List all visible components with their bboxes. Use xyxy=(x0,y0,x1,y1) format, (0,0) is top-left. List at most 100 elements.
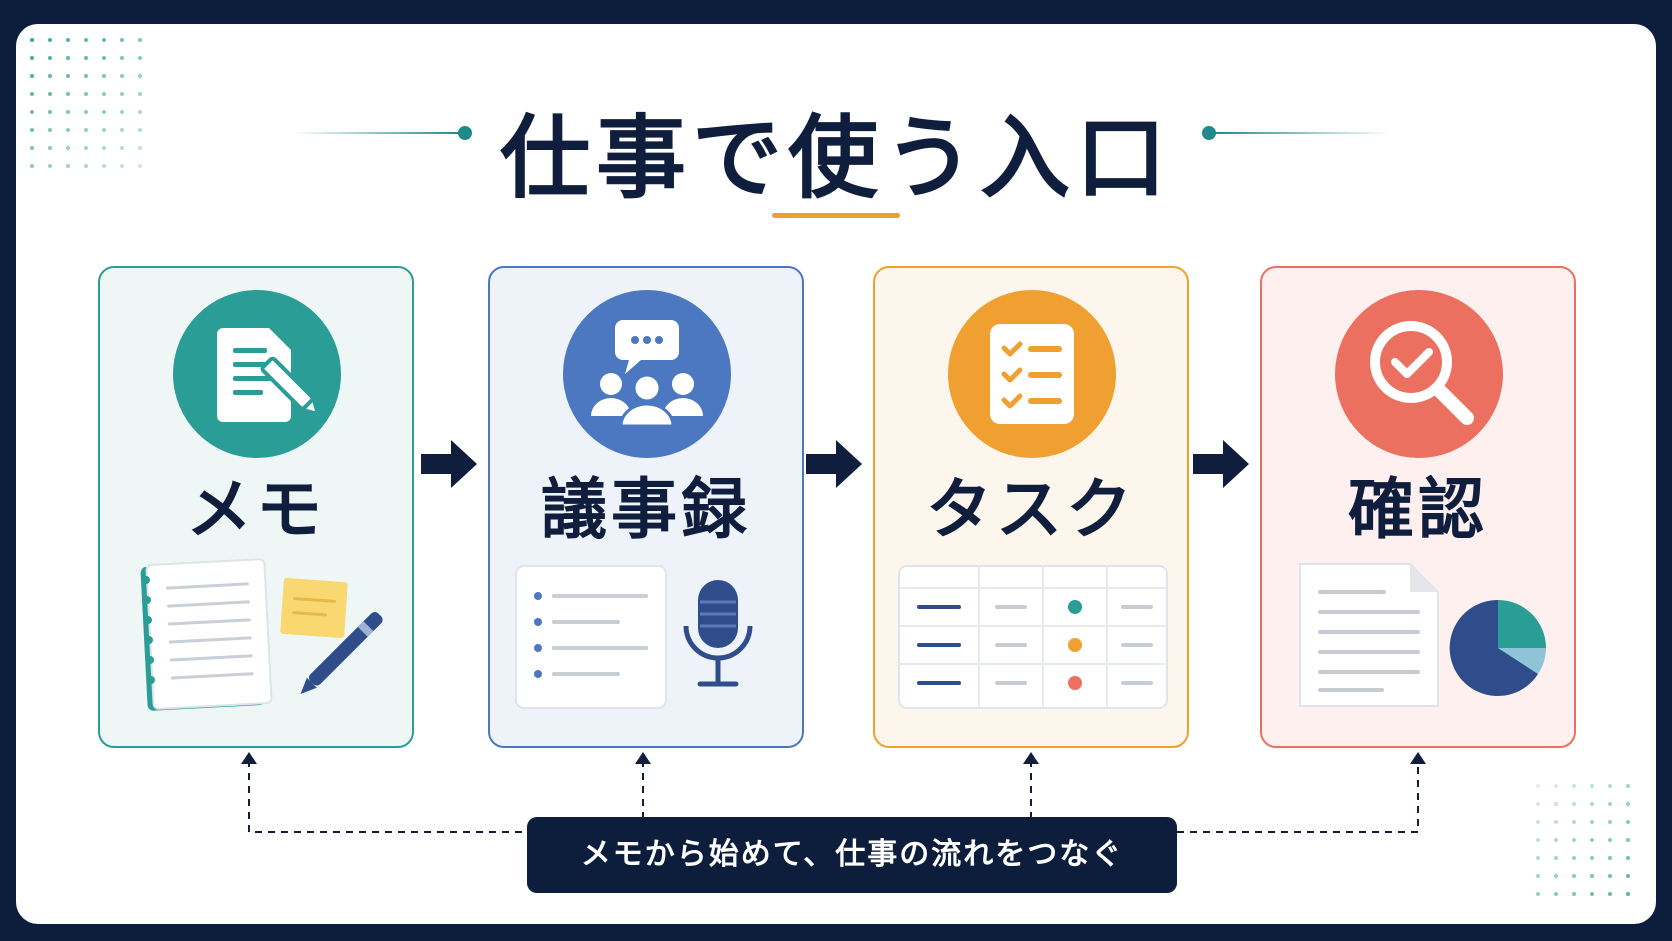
decorative-dot xyxy=(1536,838,1540,842)
decorative-dot xyxy=(1608,838,1612,842)
decorative-dot xyxy=(48,146,52,150)
decorative-dot xyxy=(1626,784,1630,788)
decorative-dot xyxy=(138,56,142,60)
decorative-dot xyxy=(1590,784,1594,788)
decorative-dot xyxy=(102,56,106,60)
decorative-dot xyxy=(102,110,106,114)
decorative-dot xyxy=(30,38,34,42)
decorative-dot xyxy=(1572,820,1576,824)
decorative-dot xyxy=(1608,892,1612,896)
decorative-dot xyxy=(1554,892,1558,896)
decorative-dot xyxy=(102,74,106,78)
decorative-dot xyxy=(120,38,124,42)
decorative-dot xyxy=(66,128,70,132)
magnifier-check-icon xyxy=(1335,290,1503,458)
decorative-dot xyxy=(1572,856,1576,860)
decorative-dot xyxy=(1572,874,1576,878)
decorative-dot xyxy=(84,110,88,114)
decorative-dot xyxy=(1536,874,1540,878)
decorative-dot xyxy=(1626,874,1630,878)
decorative-dot xyxy=(30,92,34,96)
decorative-dot xyxy=(1554,784,1558,788)
arrow-right-icon xyxy=(806,440,862,488)
decorative-dot xyxy=(30,164,34,168)
decorative-dot xyxy=(1572,838,1576,842)
decorative-dot xyxy=(120,92,124,96)
decorative-dot xyxy=(1608,802,1612,806)
decorative-dot xyxy=(120,146,124,150)
decorative-dot xyxy=(84,128,88,132)
decorative-dot xyxy=(84,74,88,78)
decorative-dots-bottom-right xyxy=(1536,784,1646,914)
decorative-dot xyxy=(138,110,142,114)
meeting-chat-icon xyxy=(563,290,731,458)
decorative-dot xyxy=(120,56,124,60)
step-card-review: 確認 xyxy=(1260,266,1576,748)
decorative-dot xyxy=(1590,856,1594,860)
decorative-dot xyxy=(30,56,34,60)
slide-panel: 仕事で使う入口 メモ xyxy=(16,24,1656,924)
task-table-illustration xyxy=(898,565,1168,709)
decorative-dot xyxy=(66,74,70,78)
decorative-dot xyxy=(48,74,52,78)
decorative-dot xyxy=(138,92,142,96)
decorative-dot xyxy=(30,146,34,150)
decorative-dot xyxy=(102,128,106,132)
decorative-dot xyxy=(102,164,106,168)
decorative-dot xyxy=(1608,856,1612,860)
decorative-dot xyxy=(48,110,52,114)
decorative-dot xyxy=(30,74,34,78)
decorative-dot xyxy=(48,38,52,42)
report-illustration xyxy=(1299,563,1546,707)
decorative-dot xyxy=(1590,874,1594,878)
decorative-dot xyxy=(138,38,142,42)
step-label: 議事録 xyxy=(541,471,751,548)
decorative-dot xyxy=(1626,820,1630,824)
decorative-dot xyxy=(102,92,106,96)
step-card-tasks: タスク xyxy=(873,266,1189,748)
footer-banner: メモから始めて、仕事の流れをつなぐ xyxy=(527,817,1177,893)
decorative-dot xyxy=(84,164,88,168)
decorative-dot xyxy=(1572,802,1576,806)
decorative-dot xyxy=(1590,820,1594,824)
decorative-dot xyxy=(66,38,70,42)
decorative-dot xyxy=(66,110,70,114)
decorative-dot xyxy=(1590,838,1594,842)
decorative-dot xyxy=(48,164,52,168)
decorative-dot xyxy=(66,56,70,60)
decorative-dot xyxy=(84,92,88,96)
decorative-dot xyxy=(138,128,142,132)
decorative-dot xyxy=(30,110,34,114)
arrow-right-icon xyxy=(1193,440,1249,488)
decorative-dot xyxy=(1554,874,1558,878)
checklist-icon xyxy=(948,290,1116,458)
decorative-dot xyxy=(1590,892,1594,896)
decorative-dot xyxy=(84,38,88,42)
decorative-dot xyxy=(48,56,52,60)
minutes-illustration xyxy=(515,565,753,709)
decorative-dot xyxy=(1536,820,1540,824)
decorative-dot xyxy=(1626,856,1630,860)
step-label: メモ xyxy=(186,471,326,548)
decorative-dot xyxy=(1626,802,1630,806)
step-card-memo: メモ xyxy=(98,266,414,748)
decorative-dot xyxy=(102,146,106,150)
decorative-dot xyxy=(1554,802,1558,806)
decorative-dot xyxy=(84,56,88,60)
decorative-dot xyxy=(1608,874,1612,878)
decorative-dot xyxy=(30,128,34,132)
decorative-dot xyxy=(1626,892,1630,896)
decorative-dot xyxy=(1536,802,1540,806)
decorative-dot xyxy=(1590,802,1594,806)
decorative-dot xyxy=(48,92,52,96)
title-underline xyxy=(772,213,900,218)
decorative-dot xyxy=(1608,784,1612,788)
feedback-connector xyxy=(241,752,1426,833)
document-pen-icon xyxy=(173,290,341,458)
decorative-dot xyxy=(1608,820,1612,824)
decorative-dot xyxy=(120,128,124,132)
step-label: タスク xyxy=(926,471,1136,548)
decorative-dot xyxy=(48,128,52,132)
decorative-dot xyxy=(138,74,142,78)
decorative-dot xyxy=(66,146,70,150)
